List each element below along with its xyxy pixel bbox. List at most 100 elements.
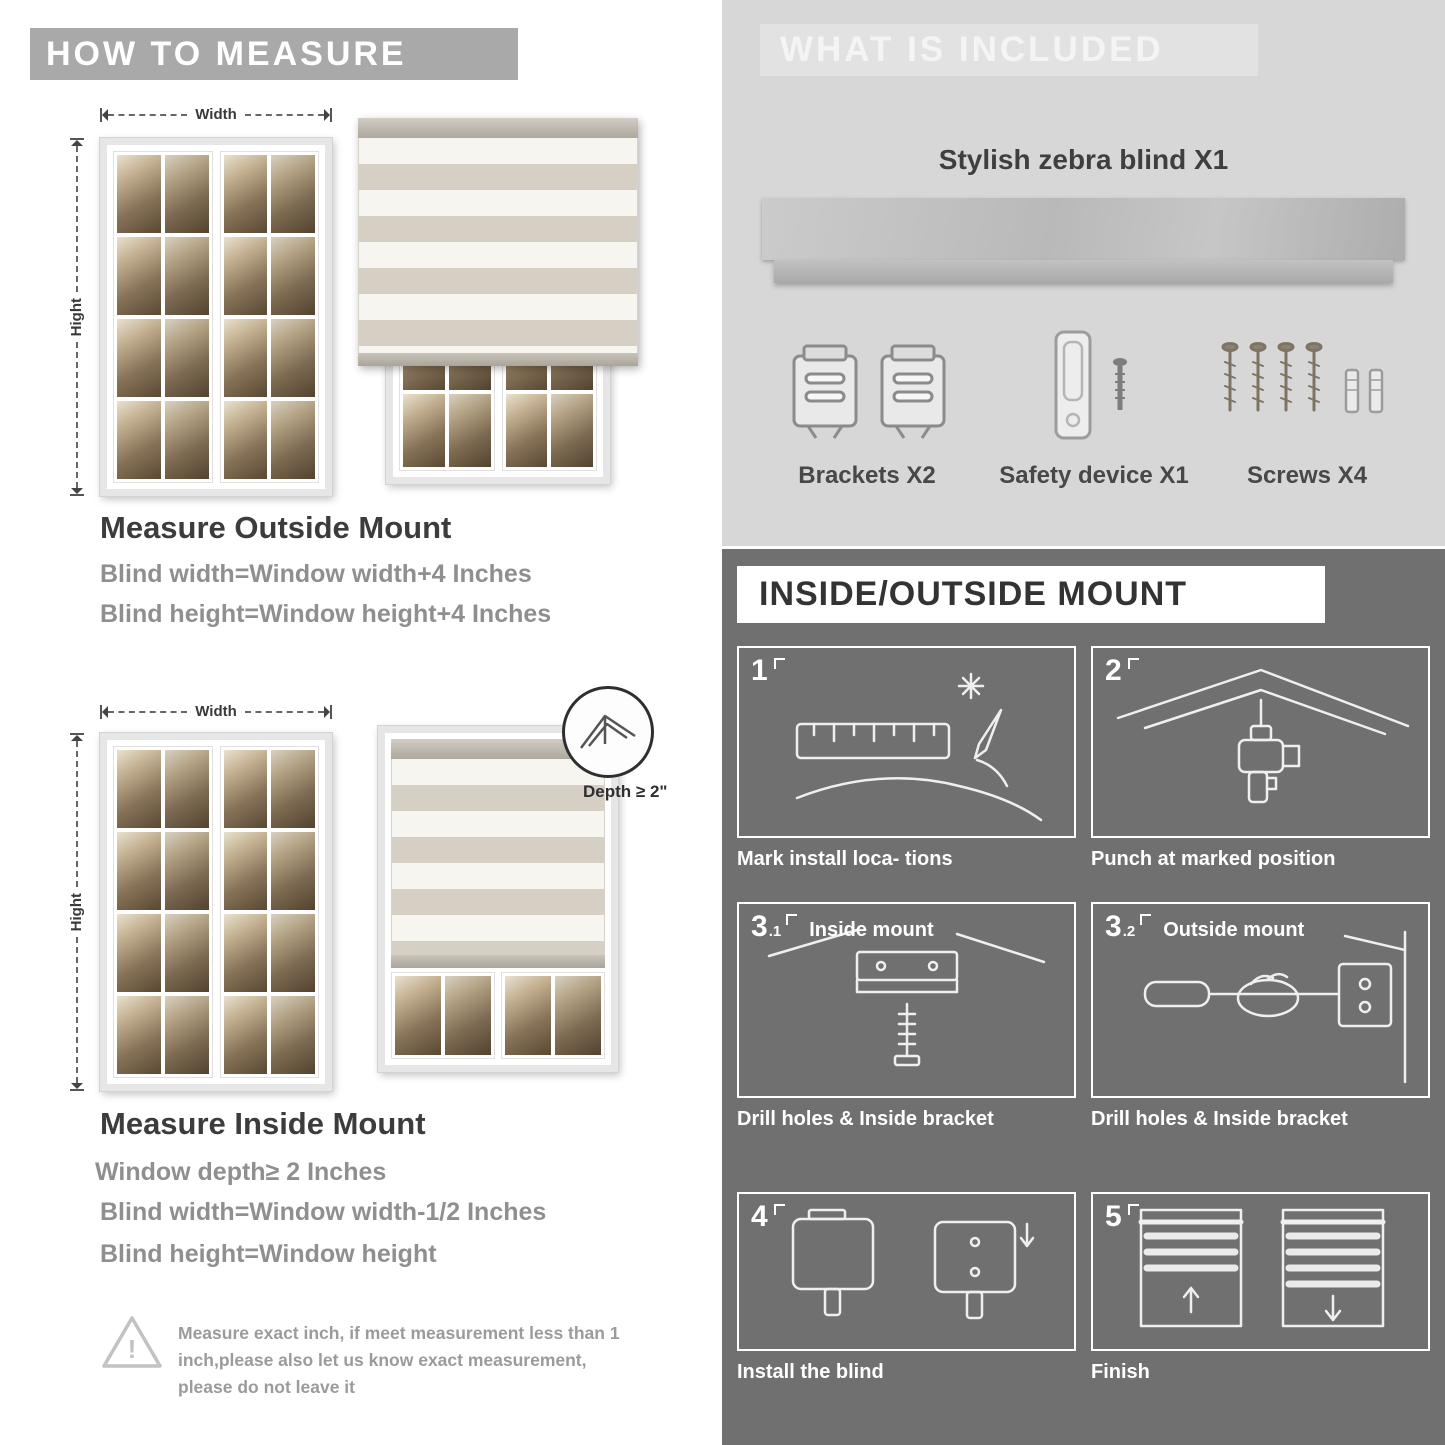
window-pane xyxy=(271,914,315,992)
window-pane xyxy=(271,401,315,479)
product-label: Stylish zebra blind X1 xyxy=(938,144,1229,175)
window-pane xyxy=(223,832,268,910)
window-pane xyxy=(117,832,161,910)
blind-over-window-illustration xyxy=(358,118,638,496)
measure-tick xyxy=(100,704,102,719)
inside-rule-depth: Window depth≥ 2 Inches xyxy=(95,1158,387,1186)
width-label: Width xyxy=(195,106,237,123)
step1-caption: Mark install loca- tions xyxy=(737,848,953,870)
window-pane xyxy=(164,401,209,479)
step4-install-blind-illustration xyxy=(791,1208,1035,1320)
window-pane xyxy=(164,750,209,828)
window-pane xyxy=(271,832,315,910)
window-pane xyxy=(164,832,209,910)
blind-headrail xyxy=(358,118,638,138)
step1-box: 1 xyxy=(737,646,1076,838)
measure-inside-heading: Measure Inside Mount xyxy=(100,1106,426,1141)
window-pane xyxy=(271,996,315,1074)
step3-2-head: 3.2 Outside mount xyxy=(1105,912,1304,942)
window-pane xyxy=(117,155,161,233)
window-pane xyxy=(223,914,268,992)
step2-caption: Punch at marked position xyxy=(1091,848,1336,870)
step-number-sub: .1 xyxy=(768,923,782,940)
step-cell-3-1: 3.1 Inside mount xyxy=(737,902,1076,1192)
arrowhead-up-icon xyxy=(70,735,83,741)
window-pane xyxy=(445,976,491,1055)
window-pane xyxy=(551,393,593,467)
outside-formula-width: Blind width=Window width+4 Inches xyxy=(100,560,532,588)
window-pane xyxy=(271,319,315,397)
measure-dash xyxy=(108,710,188,713)
step-number-mark xyxy=(1127,658,1139,669)
width-label: Width xyxy=(195,703,237,720)
measure-dash xyxy=(75,342,78,489)
step-number: 5 xyxy=(1105,1200,1122,1233)
safety-device-label: Safety device X1 xyxy=(999,462,1189,489)
arrowhead-right-icon xyxy=(324,705,331,718)
height-measure-inside: Hight xyxy=(68,733,85,1092)
step-number: 1 xyxy=(751,654,768,687)
step2-box: 2 xyxy=(1091,646,1430,838)
window-sash xyxy=(113,746,213,1078)
mount-guide-panel: INSIDE/OUTSIDE MOUNT 1 xyxy=(722,549,1445,1445)
warning-mark: ! xyxy=(128,1334,137,1364)
window-pane xyxy=(223,237,268,315)
step5-finish-illustration xyxy=(1138,1208,1386,1328)
step3-1-caption: Drill holes & Inside bracket xyxy=(737,1108,994,1130)
window-pane xyxy=(223,155,268,233)
window-pane xyxy=(164,319,209,397)
blind-fabric xyxy=(358,138,638,353)
step-cell-3-2: 3.2 Outside mount xyxy=(1091,902,1430,1192)
window-pane xyxy=(403,393,445,467)
step-title: Outside mount xyxy=(1163,919,1305,941)
height-label: Hight xyxy=(68,297,85,337)
measure-dash xyxy=(75,937,78,1084)
outside-formula-height: Blind height=Window height+4 Inches xyxy=(100,600,552,628)
arrowhead-down-icon xyxy=(70,1083,83,1090)
blind-headrail-product xyxy=(762,198,1405,260)
measure-outside-heading: Measure Outside Mount xyxy=(100,510,452,545)
warning-note: Measure exact inch, if meet measurement … xyxy=(178,1323,620,1398)
window-pane xyxy=(505,393,548,467)
step4-caption: Install the blind xyxy=(737,1361,884,1383)
blind-fabric xyxy=(391,759,605,955)
window-illustration-inside xyxy=(100,733,332,1091)
step-number: 4 xyxy=(751,1200,768,1233)
measure-tick xyxy=(330,704,333,719)
how-to-measure-banner: HOW TO MEASURE xyxy=(30,28,518,80)
measure-dash xyxy=(75,741,78,887)
step-number: 3 xyxy=(751,910,768,943)
measure-tick xyxy=(69,733,84,735)
window-pane xyxy=(555,976,601,1055)
inside-formula-height: Blind height=Window height xyxy=(100,1240,437,1268)
zebra-blind-inset xyxy=(391,739,605,968)
window-pane xyxy=(117,319,161,397)
step-number-mark xyxy=(773,1204,785,1215)
height-measure-outside: Hight xyxy=(68,138,85,497)
height-label: Hight xyxy=(68,892,85,932)
window-pane xyxy=(117,914,161,992)
step4-box: 4 xyxy=(737,1192,1076,1351)
step3-2-caption: Drill holes & Inside bracket xyxy=(1091,1108,1348,1130)
brackets-label: Brackets X2 xyxy=(798,462,936,489)
window-content xyxy=(385,733,611,1065)
step3-1-inside-bracket-illustration xyxy=(767,928,1046,1067)
step5-head: 5 xyxy=(1105,1202,1151,1232)
screws-label: Screws X4 xyxy=(1246,462,1368,489)
step5-box: 5 xyxy=(1091,1192,1430,1351)
included-panel: WHAT IS INCLUDED Stylish zebra blind X1 xyxy=(722,0,1445,546)
window-pane xyxy=(271,750,315,828)
window-sash xyxy=(113,151,213,483)
step3-1-head: 3.1 Inside mount xyxy=(751,912,934,942)
measure-tick xyxy=(69,1089,84,1092)
step-cell-5: 5 xyxy=(1091,1192,1430,1415)
window-illustration-outside xyxy=(100,138,332,496)
window-sashes xyxy=(107,740,325,1084)
brackets-icon xyxy=(792,344,946,439)
screws-icon xyxy=(1221,342,1384,414)
step-cell-4: 4 xyxy=(737,1192,1076,1415)
arrowhead-left-icon xyxy=(102,108,108,121)
step-cell-2: 2 xyxy=(1091,646,1430,902)
window-pane xyxy=(271,237,315,315)
